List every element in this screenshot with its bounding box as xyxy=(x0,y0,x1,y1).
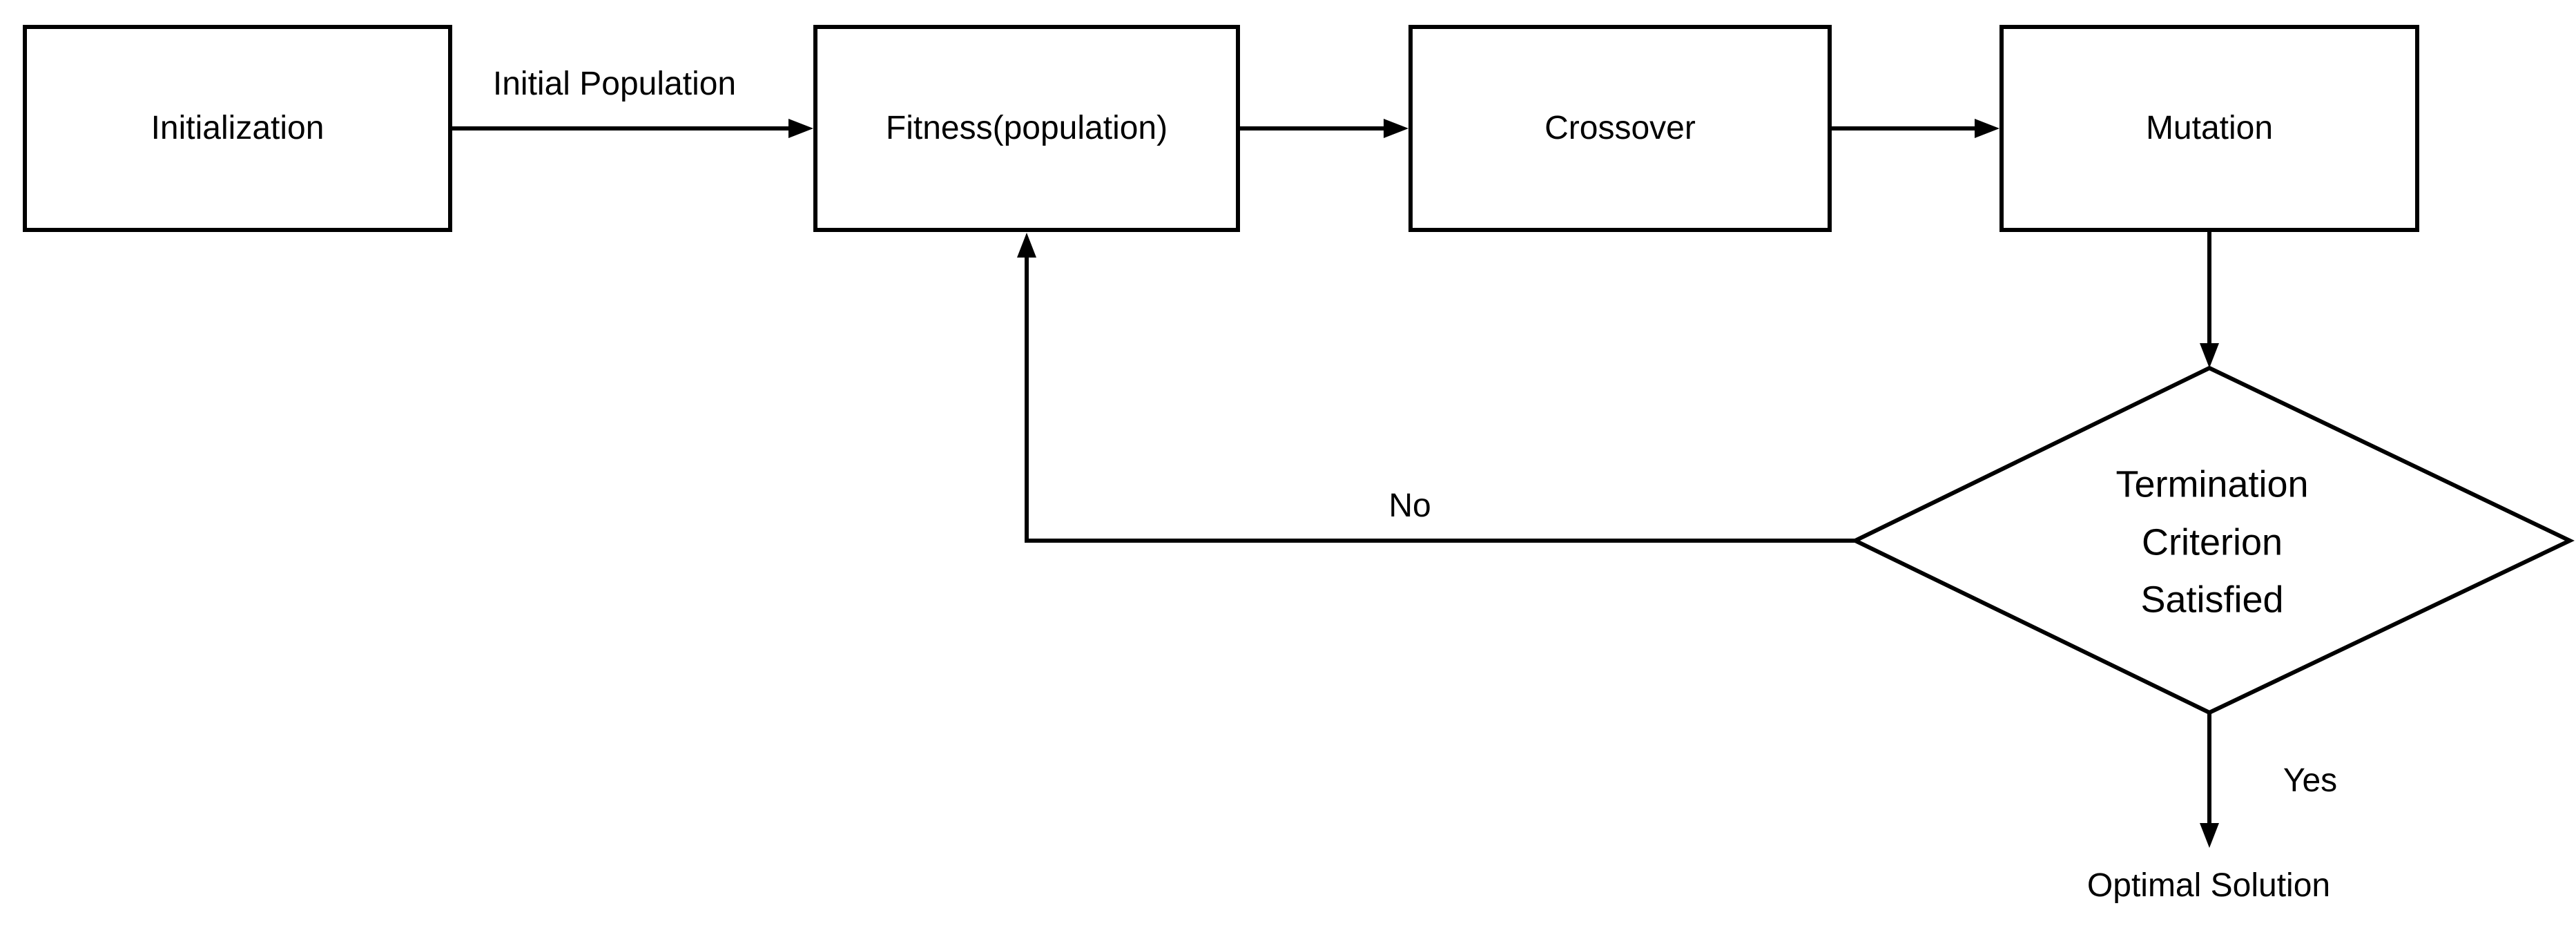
yes-edge-label: Yes xyxy=(2283,762,2338,800)
no-edge-label: No xyxy=(1388,487,1431,525)
arrowhead-into-termination xyxy=(2200,343,2219,368)
initial-population-edge-label: Initial Population xyxy=(492,66,737,103)
crossover-node-label: Crossover xyxy=(1544,110,1696,147)
fitness-node-label: Fitness(population) xyxy=(885,110,1168,147)
optimal-solution-label: Optimal Solution xyxy=(2086,867,2331,905)
arrowhead-into-crossover xyxy=(1384,119,1408,138)
initialization-node-label: Initialization xyxy=(151,110,325,147)
arrowhead-into-fitness xyxy=(788,119,813,138)
initialization-node: Initialization xyxy=(23,25,452,232)
crossover-node: Crossover xyxy=(1408,25,1832,232)
mutation-node-label: Mutation xyxy=(2145,110,2274,147)
edge-no-loop xyxy=(1025,257,1855,543)
arrowhead-into-fitness-bottom xyxy=(1017,233,1036,258)
mutation-node: Mutation xyxy=(1999,25,2419,232)
arrowhead-into-mutation xyxy=(1975,119,1999,138)
arrowhead-into-optimal-solution xyxy=(2200,823,2219,848)
fitness-node: Fitness(population) xyxy=(813,25,1240,232)
termination-diamond-label: Termination Criterion Satisfied xyxy=(2115,463,2309,621)
